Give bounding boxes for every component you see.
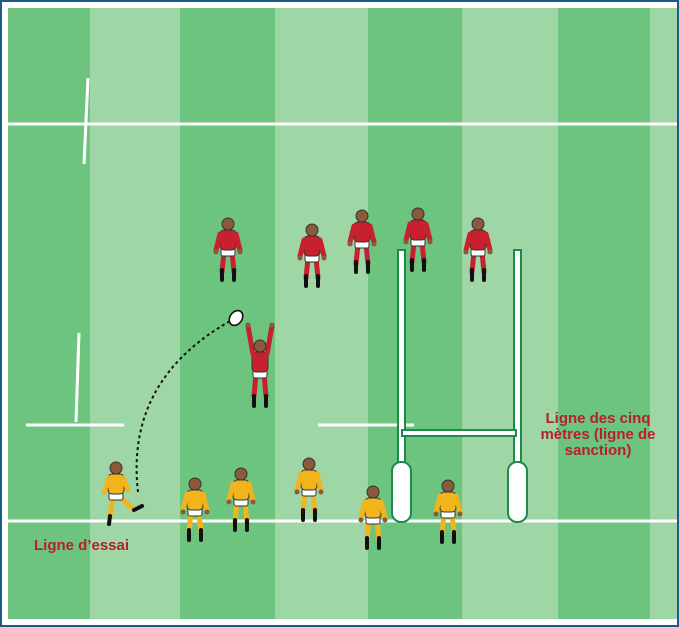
attacker-player: [180, 477, 210, 542]
grass-stripe: [8, 8, 90, 619]
grass-stripe: [180, 8, 275, 619]
grass-stripe: [650, 8, 679, 619]
grass-stripe: [90, 8, 180, 619]
defender-jumper: [245, 322, 275, 408]
try-line-label: Ligne d’essai: [34, 537, 130, 554]
five-metre-line-label: Ligne des cinq mètres (ligne de sanction…: [540, 410, 656, 459]
field-lines: [8, 77, 679, 523]
rugby-ball: [228, 309, 244, 327]
attacker-player: [226, 467, 256, 532]
grass-stripes: [8, 8, 679, 619]
attacker-player: [433, 479, 463, 544]
grass-stripe: [368, 8, 462, 619]
defender-player: [403, 207, 433, 272]
grass-stripe: [275, 8, 368, 619]
attacker-player: [358, 485, 388, 550]
defender-player: [297, 223, 327, 288]
goal-posts: [391, 249, 528, 523]
grass-stripe: [462, 8, 558, 619]
players: [101, 207, 493, 550]
dash-mid-left: [74, 332, 81, 423]
grass-stripe: [558, 8, 650, 619]
defender-player: [463, 217, 493, 282]
attacker-player: [294, 457, 324, 522]
dash-top-left: [82, 77, 90, 165]
defender-player: [347, 209, 377, 274]
kick-trajectory: [135, 319, 233, 493]
attacker-kicker: [101, 461, 144, 526]
defender-player: [213, 217, 243, 282]
